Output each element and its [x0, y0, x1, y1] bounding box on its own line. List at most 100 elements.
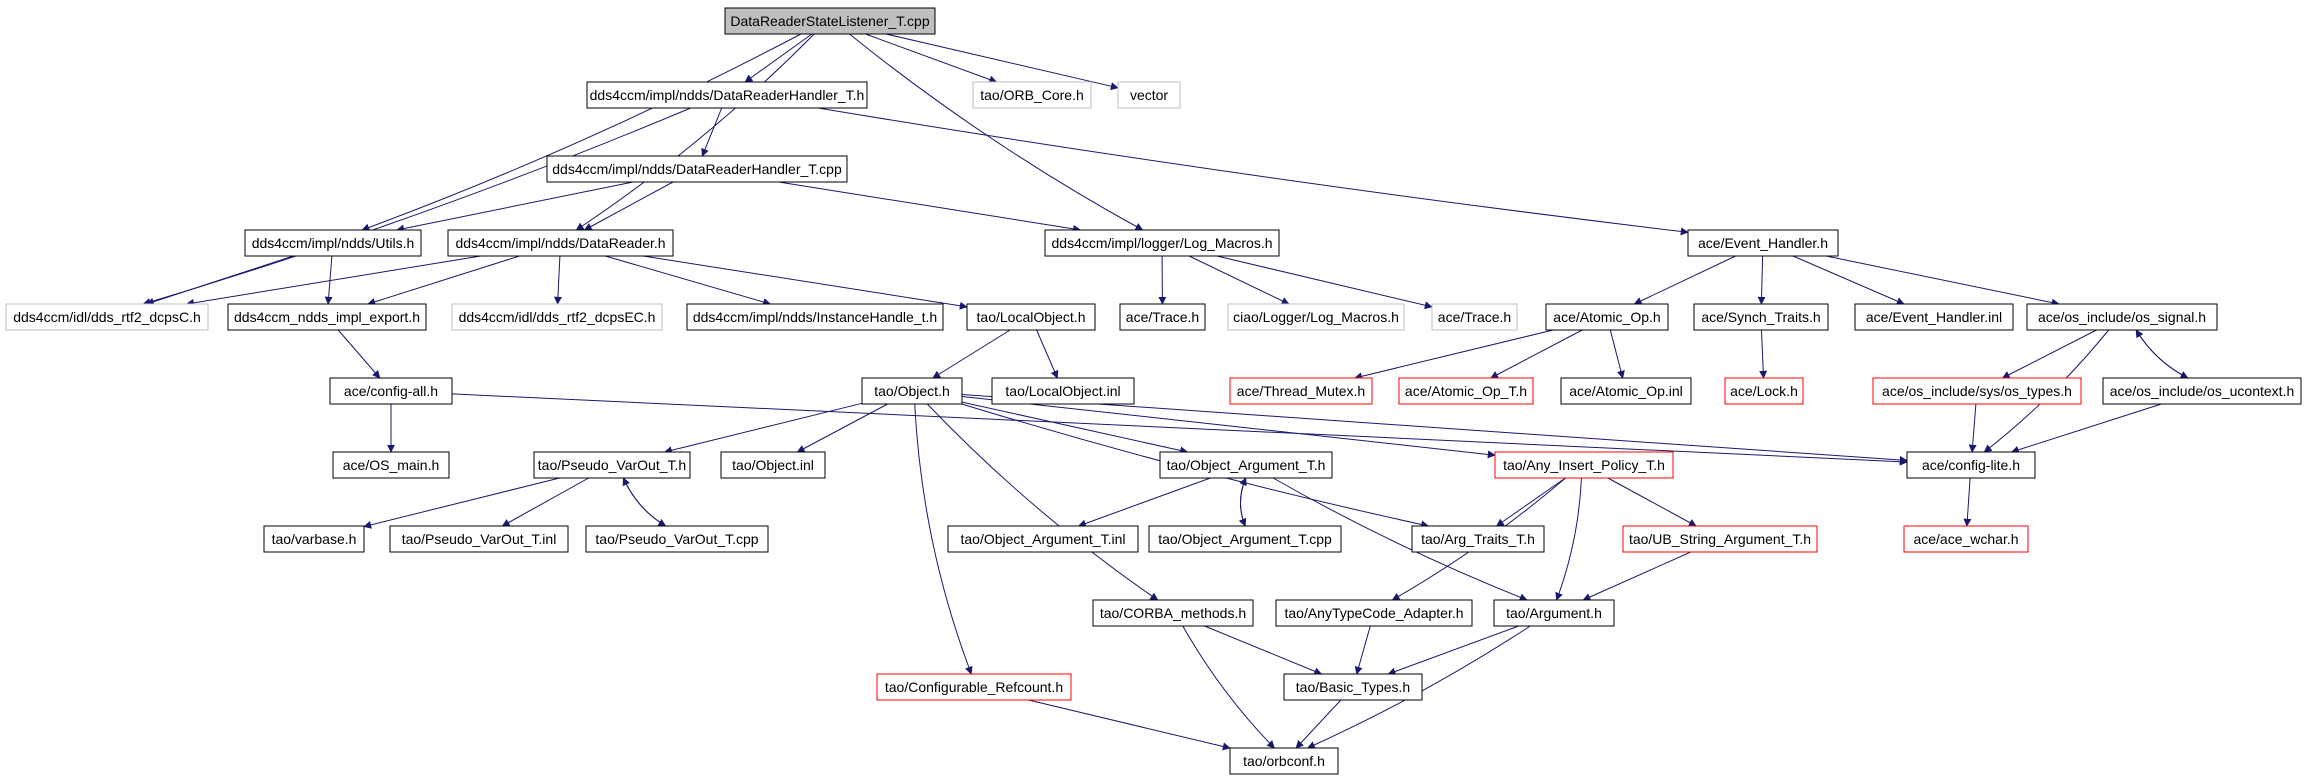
node-oa-cpp[interactable]: tao/Object_Argument_T.cpp [1148, 525, 1342, 553]
node-os-ucontext[interactable]: ace/os_include/os_ucontext.h [2102, 377, 2302, 405]
node-atomic-op-inl[interactable]: ace/Atomic_Op.inl [1560, 377, 1692, 405]
edge-atomic_op-to-atomic_op_inl [1609, 329, 1625, 379]
node-oa-inl[interactable]: tao/Object_Argument_T.inl [947, 525, 1139, 553]
edge-obj_arg-to-oa_inl [1077, 477, 1211, 528]
node-argument[interactable]: tao/Argument.h [1493, 599, 1615, 627]
node-box [1159, 451, 1333, 479]
node-eh-inl[interactable]: ace/Event_Handler.inl [1854, 303, 2014, 331]
node-orb-core[interactable]: tao/ORB_Core.h [972, 81, 1092, 109]
edge-tao_object-to-any_insert [961, 396, 1496, 459]
edge-root-to-orb_core [865, 33, 998, 84]
node-pv-cpp[interactable]: tao/Pseudo_VarOut_T.cpp [585, 525, 769, 553]
node-box [586, 81, 868, 109]
node-drh-h[interactable]: dds4ccm/impl/ndds/DataReaderHandler_T.h [586, 81, 868, 109]
node-box [1687, 229, 1839, 257]
edge-drh_cpp-to-datareader [583, 181, 674, 231]
node-dcpsec[interactable]: dds4ccm/idl/dds_rtf2_dcpsEC.h [451, 303, 663, 331]
node-log-macros[interactable]: dds4ccm/impl/logger/Log_Macros.h [1044, 229, 1280, 257]
edge-drh_cpp-to-log_macros [778, 181, 1082, 233]
node-label: tao/Pseudo_VarOut_T.cpp [595, 531, 758, 547]
node-label: ace/Synch_Traits.h [1701, 309, 1820, 325]
node-object-inl[interactable]: tao/Object.inl [720, 451, 826, 479]
node-obj-arg[interactable]: tao/Object_Argument_T.h [1159, 451, 1333, 479]
node-ub-string[interactable]: tao/UB_String_Argument_T.h [1622, 525, 1818, 553]
node-vector[interactable]: vector [1117, 81, 1181, 109]
node-box [332, 451, 450, 479]
edge-drh_h-to-dcpsc [142, 107, 691, 306]
node-label: tao/LocalObject.inl [1005, 383, 1120, 399]
node-box [451, 303, 663, 331]
node-config-lite[interactable]: ace/config-lite.h [1906, 451, 2036, 479]
edge-log_macros-to-trace2 [1216, 255, 1433, 310]
node-box [1044, 229, 1280, 257]
edge-os_signal-to-os_types [2001, 329, 2097, 379]
node-drh-cpp[interactable]: dds4ccm/impl/ndds/DataReaderHandler_T.cp… [546, 155, 848, 183]
nodes-layer: DataReaderStateListener_T.cpp dds4ccm/imp… [5, 7, 2302, 775]
node-label: ciao/Logger/Log_Macros.h [1233, 309, 1399, 325]
node-label: ace/Atomic_Op.h [1553, 309, 1660, 325]
node-localobject[interactable]: tao/LocalObject.h [966, 303, 1096, 331]
node-pseudo-varout[interactable]: tao/Pseudo_VarOut_T.h [533, 451, 691, 479]
node-ciao-log[interactable]: ciao/Logger/Log_Macros.h [1227, 303, 1405, 331]
node-box [972, 81, 1092, 109]
node-box [1854, 303, 2014, 331]
node-conf-refcount[interactable]: tao/Configurable_Refcount.h [876, 673, 1072, 701]
node-datareader[interactable]: dds4ccm/impl/ndds/DataReader.h [447, 229, 674, 257]
node-box [876, 673, 1072, 701]
node-trace2[interactable]: ace/Trace.h [1431, 303, 1518, 331]
node-lock[interactable]: ace/Lock.h [1724, 377, 1804, 405]
node-trace[interactable]: ace/Trace.h [1119, 303, 1206, 331]
node-os-signal[interactable]: ace/os_include/os_signal.h [2026, 303, 2218, 331]
node-tao-object[interactable]: tao/Object.h [861, 377, 963, 405]
node-label: tao/Pseudo_VarOut_T.inl [402, 531, 557, 547]
node-label: dds4ccm/impl/ndds/InstanceHandle_t.h [693, 309, 937, 325]
node-box [1148, 525, 1342, 553]
node-thread-mutex[interactable]: ace/Thread_Mutex.h [1229, 377, 1373, 405]
node-ace-wchar[interactable]: ace/ace_wchar.h [1903, 525, 2029, 553]
node-any-insert[interactable]: tao/Any_Insert_Policy_T.h [1494, 451, 1674, 479]
node-anytypecode[interactable]: tao/AnyTypeCode_Adapter.h [1275, 599, 1473, 627]
edge-drh_cpp-to-utils [396, 181, 634, 233]
node-config-all[interactable]: ace/config-all.h [329, 377, 453, 405]
node-label: ace/Atomic_Op.inl [1569, 383, 1683, 399]
edge-os_ucontext-to-config_lite [2010, 403, 2162, 454]
node-atomic-op-t[interactable]: ace/Atomic_Op_T.h [1398, 377, 1534, 405]
node-basic-types[interactable]: tao/Basic_Types.h [1283, 673, 1423, 701]
node-box [227, 303, 427, 331]
node-event-handler[interactable]: ace/Event_Handler.h [1687, 229, 1839, 257]
node-localobject-inl[interactable]: tao/LocalObject.inl [991, 377, 1135, 405]
node-varbase[interactable]: tao/varbase.h [263, 525, 365, 553]
edge-any_insert-to-argument [1555, 477, 1582, 601]
edge-obj_arg-to-argument [1272, 477, 1528, 602]
node-orbconf[interactable]: tao/orbconf.h [1229, 747, 1339, 775]
node-box [966, 303, 1096, 331]
node-corba-methods[interactable]: tao/CORBA_methods.h [1092, 599, 1254, 627]
edge-pseudo_varout-to-pv_cpp [622, 477, 667, 527]
edge-localobject-to-localobject_inl [1036, 329, 1059, 379]
node-root[interactable]: DataReaderStateListener_T.cpp [724, 7, 936, 35]
node-arg-traits[interactable]: tao/Arg_Traits_T.h [1411, 525, 1545, 553]
edges-layer [142, 33, 2189, 751]
edge-any_insert-to-ub_string [1607, 477, 1697, 527]
node-label: ace/Thread_Mutex.h [1237, 383, 1365, 399]
node-os-types[interactable]: ace/os_include/sys/os_types.h [1872, 377, 2082, 405]
node-box [724, 7, 936, 35]
node-impl-export[interactable]: dds4ccm_ndds_impl_export.h [227, 303, 427, 331]
node-box [1545, 303, 1669, 331]
node-utils[interactable]: dds4ccm/impl/ndds/Utils.h [244, 229, 422, 257]
node-synch-traits[interactable]: ace/Synch_Traits.h [1693, 303, 1829, 331]
node-inst-handle[interactable]: dds4ccm/impl/ndds/InstanceHandle_t.h [686, 303, 944, 331]
node-box [1903, 525, 2029, 553]
node-atomic-op[interactable]: ace/Atomic_Op.h [1545, 303, 1669, 331]
edge-event_handler-to-os_signal [1825, 255, 2060, 307]
edge-tao_object-to-corba_methods [926, 403, 1159, 601]
node-os-main[interactable]: ace/OS_main.h [332, 451, 450, 479]
node-pv-inl[interactable]: tao/Pseudo_VarOut_T.inl [389, 525, 569, 553]
edge-log_macros-to-ciao_log [1188, 255, 1290, 305]
node-label: tao/ORB_Core.h [980, 87, 1084, 103]
node-box [2102, 377, 2302, 405]
node-label: dds4ccm/impl/ndds/DataReaderHandler_T.cp… [552, 161, 842, 177]
node-dcpsc[interactable]: dds4ccm/idl/dds_rtf2_dcpsC.h [5, 303, 209, 331]
edge-oa_cpp-to-obj_arg [1239, 477, 1247, 527]
node-box [389, 525, 569, 553]
